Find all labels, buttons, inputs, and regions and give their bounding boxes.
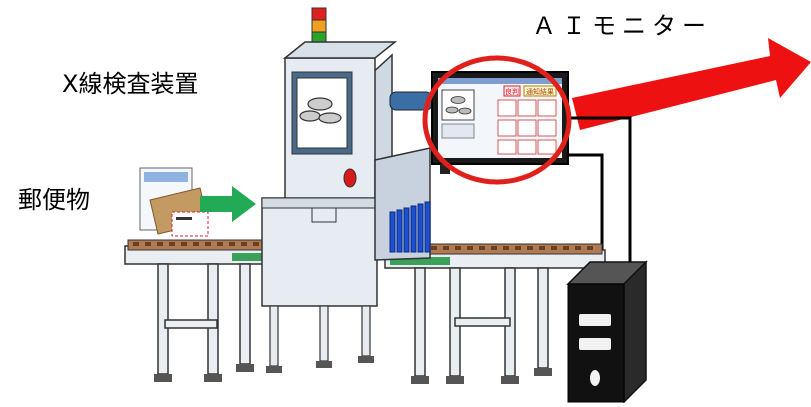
conveyor-right	[384, 243, 606, 384]
input-arrow	[200, 186, 256, 222]
computer-tower-icon	[566, 260, 648, 404]
xray-machine-label: X線検査装置	[62, 70, 199, 98]
monitor-tab-left: 良判	[505, 87, 519, 96]
ai-monitor: 良判 通知結果	[431, 71, 569, 174]
coins-icon	[299, 97, 342, 124]
monitor-highlight-ring	[422, 55, 572, 185]
conveyor-left	[124, 239, 271, 382]
monitor-tab-right: 通知結果	[526, 87, 554, 96]
lead-curtain	[389, 201, 431, 253]
x-ray-machine	[261, 7, 433, 373]
ai-monitor-label: ＡＩモニター	[532, 12, 712, 40]
output-arrow	[572, 38, 811, 130]
emergency-button-icon	[343, 168, 357, 188]
mail-label: 郵便物	[18, 186, 90, 214]
mail-parcel-icon	[139, 167, 209, 237]
